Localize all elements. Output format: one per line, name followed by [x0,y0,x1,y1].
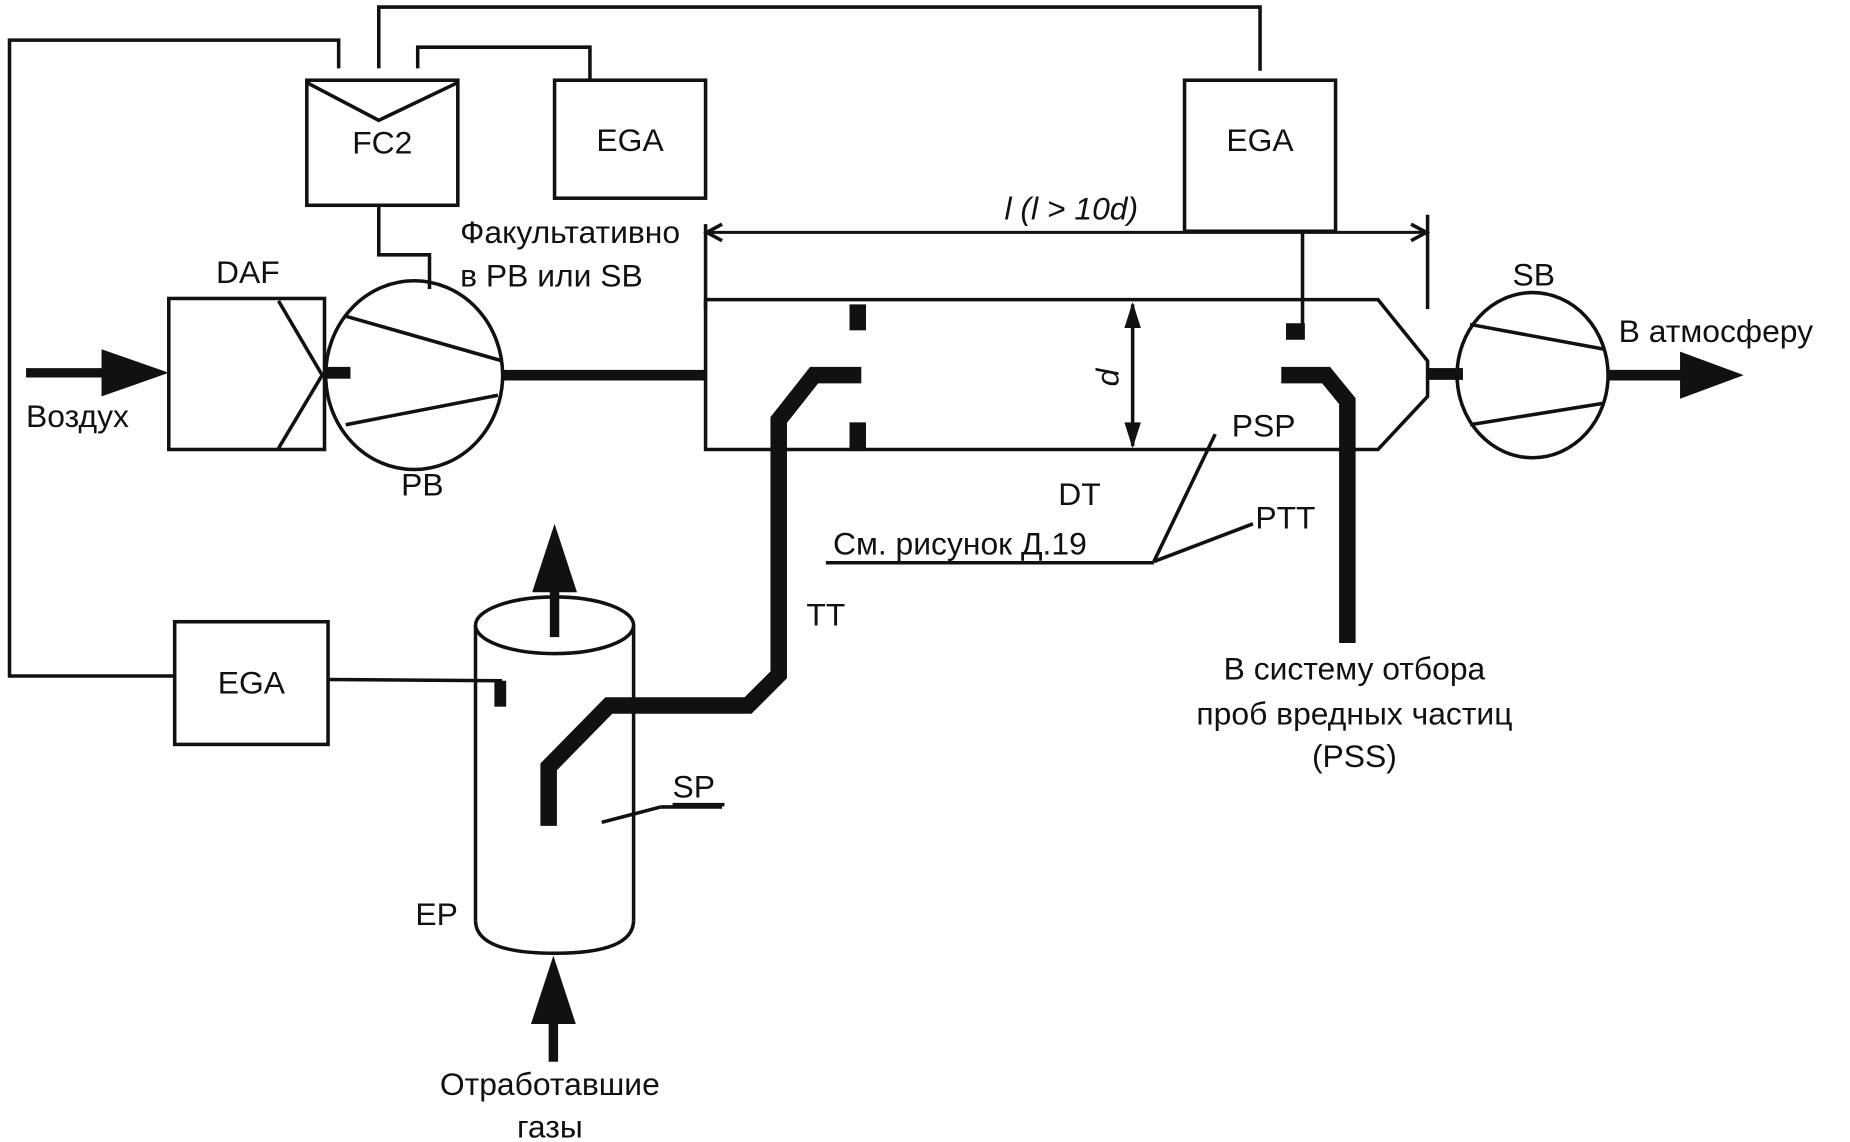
dt-label: DT [1058,476,1100,512]
signal-line-fc2-to-ega-left [415,45,592,81]
leaders [601,433,1254,824]
ptt-particulate-transfer-tube [1281,366,1356,643]
tt-label: TT [806,596,845,632]
exhaust-inlet-arrow [530,955,576,1062]
signal-line-fc2-to-pb [377,176,432,290]
signal-line-fc2-to-ega-right [377,5,1262,71]
sb-label: SB [1513,256,1555,292]
ega-analyzer-top-left: EGA [552,78,708,200]
dt-dilution-tunnel: d DT [703,297,1430,512]
air-label: Воздух [26,398,129,434]
dimension-d-label: d [1089,367,1125,386]
tt-transfer-tube [540,366,862,826]
optional-label-line1: Факультативно [460,214,680,250]
ep-outlet-up-arrow [532,523,577,638]
sp-label: SP [673,769,715,805]
ep-label: EP [415,896,457,932]
signal-line-fc2-to-ega-bottom [7,38,341,678]
dimension-l: l (l > 10d) [703,190,1431,310]
air-inlet-arrow [26,349,169,397]
daf-dilution-air-filter: DAF [167,254,327,452]
ega-bottom-label: EGA [218,665,286,701]
ep-exhaust-pipe: EP [415,595,636,956]
daf-label: DAF [216,254,280,290]
pss-label-line3: (PSS) [1312,738,1397,774]
psp-label: PSP [1232,408,1296,444]
ega-analyzer-top-right: EGA [1182,78,1338,234]
pb-pressure-blower: PB [323,279,505,502]
fc2-flow-controller: FC2 [305,78,460,208]
pb-label: PB [401,466,443,502]
dimension-l-label: l (l > 10d) [1004,190,1138,226]
fc2-label: FC2 [352,124,412,160]
ptt-label: PTT [1255,500,1315,536]
exhaust-label-line1: Отработавшие [440,1066,660,1102]
ega-top-left-label: EGA [596,122,664,158]
exhaust-label-line2: газы [517,1108,583,1142]
pss-label-line1: В систему отбора [1224,651,1486,687]
atmosphere-outlet-arrow [1608,351,1744,399]
see-figure-label: См. рисунок Д.19 [833,525,1087,561]
optional-label-line2: в PB или SB [460,258,643,294]
ega-analyzer-bottom: EGA [172,619,330,747]
atmosphere-label: В атмосферу [1619,313,1813,349]
ega-top-right-label: EGA [1226,122,1294,158]
sb-suction-blower: SB [1455,256,1610,460]
pss-label-line2: проб вредных частиц [1196,695,1512,731]
dt-to-sb-connector [1427,368,1463,380]
